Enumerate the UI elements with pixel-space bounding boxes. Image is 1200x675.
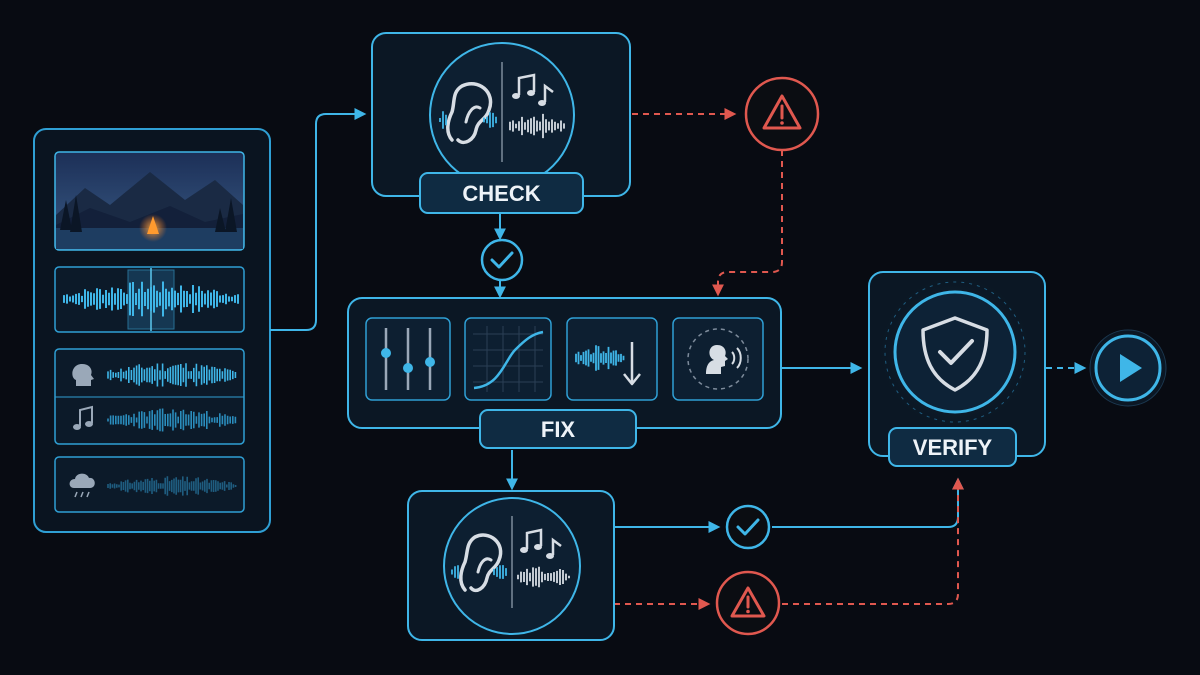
audio-track-waveform[interactable]	[54, 266, 245, 333]
check-module[interactable]: CHECK	[371, 32, 631, 214]
waveform-down-arrow-icon[interactable]	[566, 317, 658, 401]
ear-icon	[446, 82, 493, 145]
warning-triangle-icon[interactable]	[715, 570, 781, 636]
fix-module[interactable]: FIX	[347, 297, 782, 449]
music-notes-icon	[520, 528, 562, 559]
rain-cloud-icon	[69, 473, 95, 498]
curve-graph-icon[interactable]	[464, 317, 552, 401]
speaking-head-icon	[72, 364, 94, 386]
voice-isolation-icon[interactable]	[672, 317, 764, 401]
media-input-panel	[33, 128, 271, 533]
verify-label[interactable]: VERIFY	[888, 427, 1017, 467]
music-note-icon	[73, 405, 93, 430]
stems-box	[54, 348, 245, 445]
check-circle-icon	[725, 504, 771, 550]
fix-label-text: FIX	[541, 417, 576, 442]
ambience-track[interactable]	[54, 456, 245, 513]
play-button-icon[interactable]	[1089, 329, 1167, 407]
music-notes-icon	[512, 73, 554, 106]
shield-check-icon	[921, 316, 989, 392]
check-circle-icon	[480, 238, 524, 282]
verify-module[interactable]: VERIFY	[868, 271, 1046, 467]
equalizer-sliders-icon[interactable]	[365, 317, 451, 401]
recheck-module[interactable]	[407, 490, 615, 641]
check-label[interactable]: CHECK	[419, 172, 584, 214]
check-label-text: CHECK	[462, 181, 540, 206]
scene-thumbnail[interactable]	[54, 151, 245, 251]
verify-label-text: VERIFY	[913, 435, 993, 460]
connectors	[270, 108, 1087, 610]
warning-triangle-icon[interactable]	[744, 76, 820, 152]
ear-icon	[459, 533, 503, 593]
fix-label[interactable]: FIX	[479, 409, 637, 449]
